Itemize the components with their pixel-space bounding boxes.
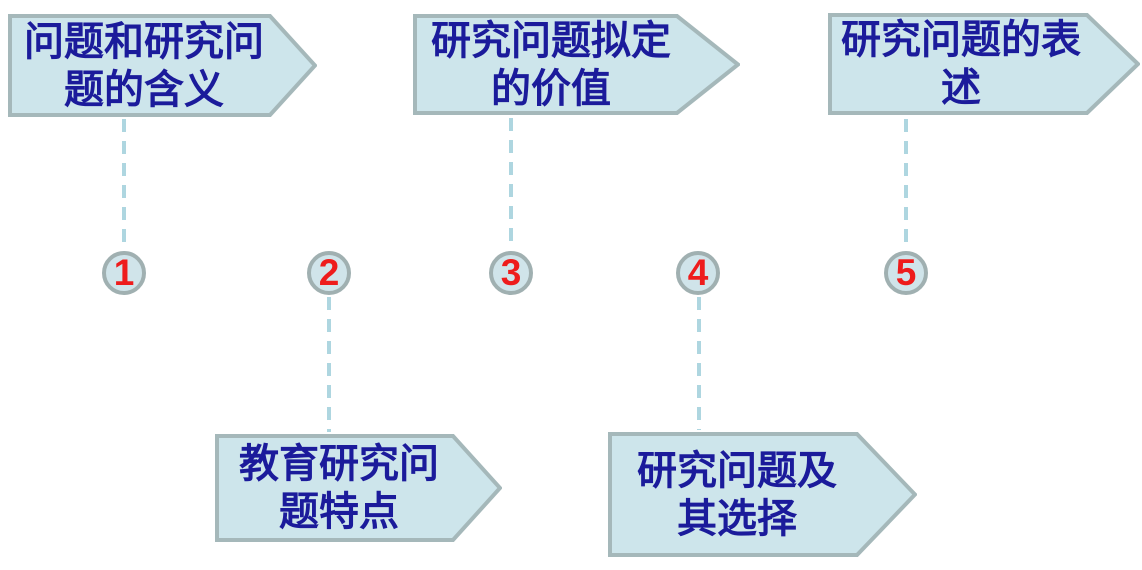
step-circle-5: 5 <box>884 251 928 295</box>
box-label-line2: 题特点 <box>279 490 399 534</box>
box-label: 教育研究问 题特点 <box>215 434 463 542</box>
arrow-shape-icon <box>413 14 740 115</box>
step-number: 4 <box>687 251 709 293</box>
box-label-line1: 研究问题及 <box>637 448 837 493</box>
box-research-question-value: 研究问题拟定 的价值 <box>413 14 740 115</box>
box-label: 研究问题拟定 的价值 <box>413 14 689 115</box>
box-label-line2: 的价值 <box>491 66 611 111</box>
step-circle-1: 1 <box>102 251 146 295</box>
box-research-question-expression: 研究问题的表 述 <box>828 13 1140 115</box>
arrow-shape-icon <box>608 432 917 557</box>
box-research-question-selection: 研究问题及 其选择 <box>608 432 917 557</box>
box-education-research-characteristics: 教育研究问 题特点 <box>215 434 502 542</box>
arrow-shape-icon <box>215 434 502 542</box>
step-number: 5 <box>895 251 917 293</box>
box-label-line1: 问题和研究问 <box>24 19 264 64</box>
box-label-line2: 题的含义 <box>64 67 224 112</box>
box-label-line1: 研究问题拟定 <box>431 18 671 63</box>
step-number: 2 <box>318 251 340 293</box>
box-label-line2: 述 <box>941 66 981 110</box>
step-circle-2: 2 <box>307 251 351 295</box>
box-label: 问题和研究问 题的含义 <box>8 14 280 117</box>
box-label-line2: 其选择 <box>677 496 797 541</box>
box-label-line1: 研究问题的表 <box>841 18 1081 62</box>
box-label: 研究问题的表 述 <box>828 13 1094 115</box>
box-label-line1: 教育研究问 <box>239 442 439 486</box>
step-circle-3: 3 <box>489 251 533 295</box>
step-number: 3 <box>500 251 522 293</box>
box-problem-meaning: 问题和研究问 题的含义 <box>8 14 317 117</box>
step-circle-4: 4 <box>676 251 720 295</box>
arrow-shape-icon <box>8 14 317 117</box>
box-label: 研究问题及 其选择 <box>608 432 866 557</box>
step-number: 1 <box>113 251 135 293</box>
arrow-shape-icon <box>828 13 1140 115</box>
